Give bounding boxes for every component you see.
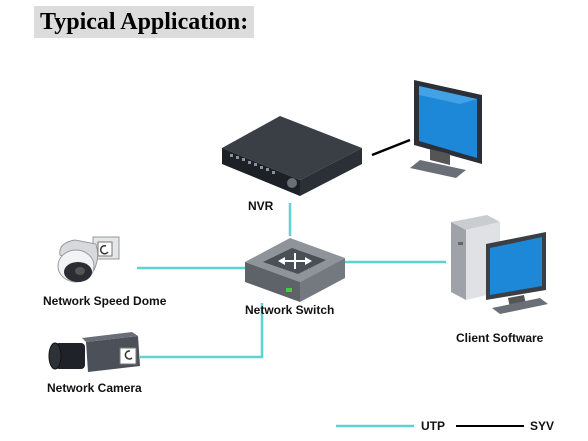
- speed-dome-icon: [57, 236, 120, 283]
- label-nvr: NVR: [248, 199, 274, 213]
- client-pc-icon: [451, 215, 548, 314]
- utp-connections: [137, 203, 446, 359]
- line-nvr-monitor: [371, 138, 411, 157]
- title-banner: Typical Application:: [34, 6, 255, 38]
- monitor-icon: [410, 80, 482, 178]
- nvr-icon: [222, 116, 362, 196]
- network-switch-icon: [245, 238, 345, 302]
- label-network-switch: Network Switch: [245, 303, 335, 317]
- page-title: Typical Application:: [40, 8, 249, 35]
- line-camera-switch: [140, 303, 264, 359]
- label-network-camera: Network Camera: [47, 381, 142, 395]
- legend-syv-label: SYV: [530, 419, 555, 433]
- label-network-speed-dome: Network Speed Dome: [43, 294, 167, 308]
- legend-utp-label: UTP: [421, 419, 445, 433]
- label-client-software: Client Software: [456, 331, 544, 345]
- network-camera-icon: [48, 332, 140, 372]
